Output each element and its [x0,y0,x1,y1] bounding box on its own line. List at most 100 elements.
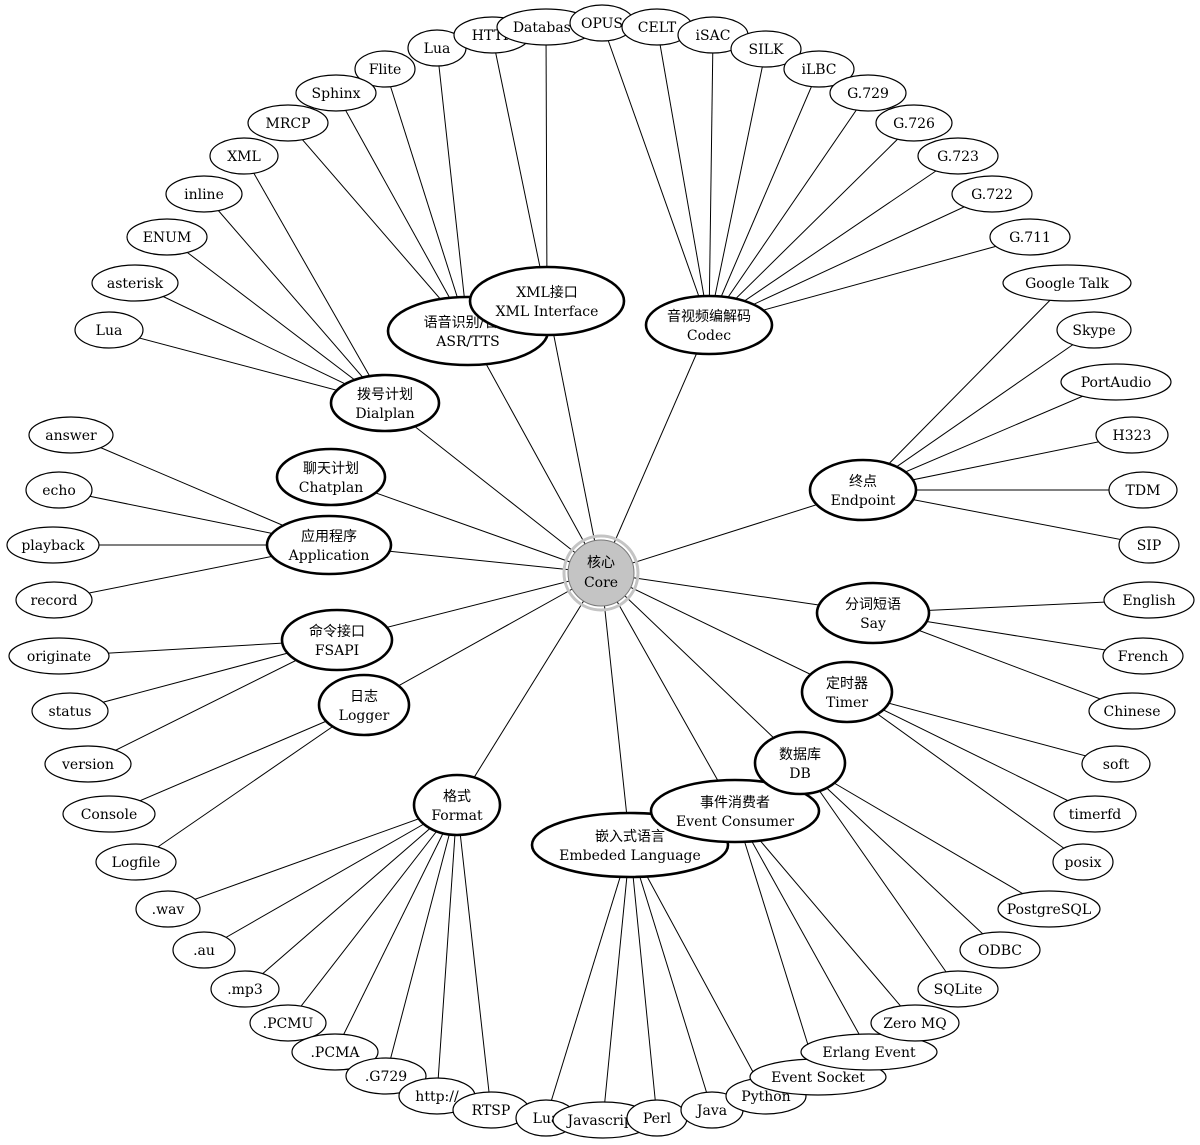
edge-codec-leaf [708,155,959,326]
category-node-codec: 音视频编解码 Codec [644,294,774,356]
category-label-en: Codec [687,328,731,344]
leaf-node: PortAudio [1060,363,1172,401]
leaf-node-label: G.711 [1009,230,1051,246]
edge-core-codec [600,324,710,574]
leaf-node-label: Lua [424,41,451,57]
edge-format-leaf [203,804,458,951]
edge-embedded-leaf [629,844,767,1097]
category-label-en: Chatplan [299,480,364,496]
category-node-shape [265,514,393,576]
leaf-node-label: version [61,757,114,773]
leaf-node: inline [165,175,243,213]
leaf-node-shape [6,526,100,564]
leaf-node: English [1103,581,1195,619]
edge-core-asr [467,330,602,574]
leaf-node-label: Console [81,807,138,823]
leaf-node-label: French [1118,649,1169,665]
leaf-node-shape [959,931,1041,969]
edge-format-leaf [456,804,492,1111]
edge-format-leaf [334,804,458,1053]
category-label-en: Embeded Language [559,848,701,864]
leaf-node: ENUM [126,218,208,256]
edge-layer [53,22,1150,1121]
category-node-shape [808,458,918,522]
edge-asr-leaf [384,68,469,332]
edge-event-leaf [734,810,916,1024]
leaf-node: SIP [1118,526,1180,564]
leaf-node: G.722 [951,175,1033,213]
leaf-node: version [44,745,132,783]
leaf-node: Perl [626,1099,688,1137]
leaf-node: G.711 [989,218,1071,256]
leaf-node-shape [1108,471,1178,509]
leaf-node: G.729 [829,74,907,112]
edge-db-leaf [799,762,1050,910]
edge-core-db [600,572,801,764]
leaf-node-shape [8,637,110,675]
edge-endpoint-leaf [862,329,1095,491]
category-label-en: Dialplan [355,406,414,422]
leaf-node-shape [997,890,1101,928]
leaf-node: CELT [621,8,693,46]
leaf-node: Zero MQ [870,1004,960,1042]
leaf-node: echo [25,471,93,509]
edge-asr-leaf [436,47,469,332]
leaf-node-shape [28,416,114,454]
leaf-node-label: iLBC [801,62,836,78]
leaf-node: Javascript [552,1101,654,1139]
edge-core-dialplan [384,402,602,574]
edge-codec-leaf [708,48,767,326]
leaf-node-label: Java [695,1103,727,1119]
category-label-zh: 音视频编解码 [667,308,751,325]
core-node: 核心 Core [562,534,640,612]
leaf-node-shape [135,890,201,928]
leaf-node-shape [295,74,377,112]
edge-format-leaf [385,804,458,1077]
leaf-node: Google Talk [1002,264,1132,302]
leaf-node: XML [209,137,279,175]
leaf-node-shape [15,581,93,619]
category-label-zh: 应用程序 [301,528,357,545]
leaf-node: PostgreSQL [997,890,1101,928]
category-node-shape [468,265,626,337]
edge-dialplan-leaf [166,236,386,404]
leaf-node-label: SILK [749,42,784,58]
leaf-node-label: ODBC [978,943,1022,959]
category-label-en: Say [860,616,886,632]
leaf-node: SQLite [917,970,999,1008]
leaf-node-label: timerfd [1069,807,1122,823]
leaf-node-label: soft [1103,757,1130,773]
leaf-node: posix [1052,843,1114,881]
leaf-node-label: ENUM [143,230,192,246]
leaf-node: Lua [407,29,467,67]
leaf-node: Console [62,795,156,833]
leaf-node: MRCP [247,104,329,142]
category-label-en: Application [288,548,370,564]
leaf-node-label: .PCMA [310,1045,360,1061]
leaf-node: RTSP [452,1091,530,1129]
leaf-node-label: Sphinx [312,86,361,102]
leaf-node-label: Erlang Event [822,1045,916,1061]
leaf-node-shape [25,471,93,509]
category-node-application: 应用程序 Application [265,514,393,576]
leaf-node-label: .G729 [365,1069,407,1085]
leaf-node-label: .au [193,943,215,959]
category-label-zh: 嵌入式语言 [595,829,665,845]
leaf-node-label: .PCMU [263,1016,314,1032]
edge-xml-leaf [545,26,548,302]
edge-codec-leaf [708,92,869,326]
leaf-node: originate [8,637,110,675]
edge-codec-leaf [656,26,710,326]
leaf-node: Flite [354,50,416,88]
category-label-en: Logger [339,708,390,724]
leaf-node-label: H323 [1113,428,1152,444]
leaf-node-shape [1118,526,1180,564]
edge-codec-leaf [601,22,710,326]
leaf-node-label: G.726 [893,116,935,132]
leaf-node-label: Chinese [1104,704,1161,720]
edge-db-leaf [799,762,1001,951]
